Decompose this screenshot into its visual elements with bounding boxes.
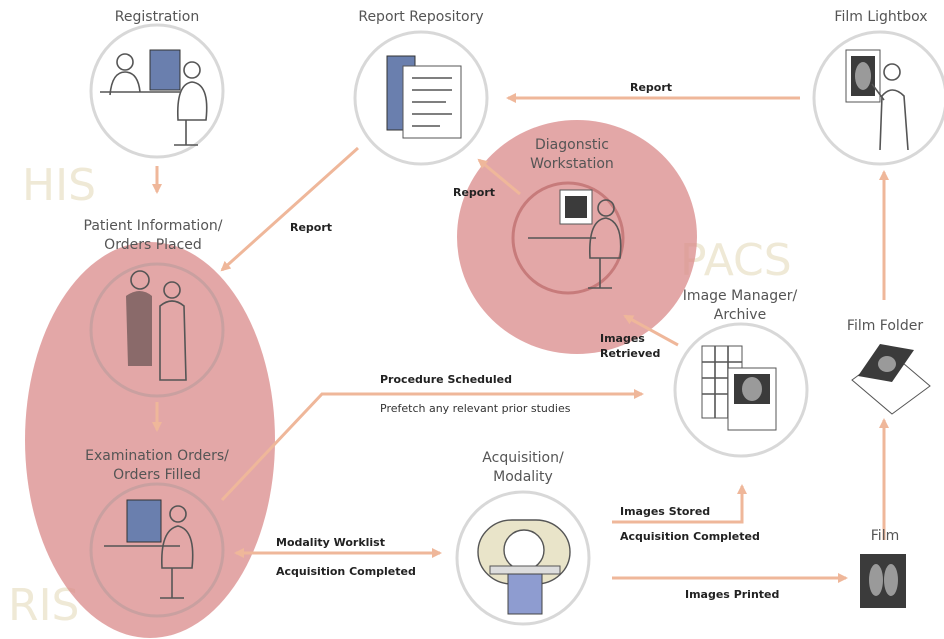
modality-worklist-label: Modality Worklist [276,536,385,549]
registration-title: Registration [115,9,199,25]
acquisition-title-line1: Acquisition/ [482,450,564,466]
film-xray-icon [860,554,906,608]
images-retrieved-label-line2: Retrieved [600,347,660,360]
report-repository-title: Report Repository [358,9,483,25]
his-system-label: HIS [22,160,96,211]
scanner-modality-icon [477,519,571,615]
registration-figure-icon [100,49,208,146]
prefetch-label: Prefetch any relevant prior studies [380,402,571,415]
image-manager-title-line1: Image Manager/ [683,288,798,304]
arrow-acquisition-to-archive [612,484,747,524]
examination-orders-title-line2: Orders Filled [113,467,201,483]
report-repository-documents-icon [386,55,462,139]
report-label-patient: Report [290,221,332,234]
patient-information-title-line2: Orders Placed [104,237,202,253]
image-manager-title-line2: Archive [714,307,766,323]
examination-orders-node [89,482,225,618]
arrow-archive-to-workstation [623,314,679,347]
arrow-exam-to-archive [220,389,644,502]
acquisition-title-line2: Modality [493,469,553,485]
ris-highlight-zone [25,242,275,638]
film-lightbox-icon [845,49,909,151]
procedure-scheduled-label: Procedure Scheduled [380,373,512,386]
arrow-workstation-to-repository [477,158,521,196]
film-lightbox-title: Film Lightbox [834,9,927,25]
diagnostic-workstation-title-line2: Workstation [530,156,614,172]
report-label-lightbox: Report [630,81,672,94]
examination-orders-figure-icon [104,499,194,599]
diagnostic-workstation-title-line1: Diagonstic [535,137,609,153]
patient-information-node [89,262,225,398]
diagnostic-workstation-figure-icon [528,189,622,289]
film-folder-title: Film Folder [847,318,923,334]
images-stored-label: Images Stored [620,505,710,518]
images-printed-label: Images Printed [685,588,779,601]
arrow-repository-to-patient [220,146,360,272]
pacs-workstation-highlight-zone [457,120,697,354]
registration-node [89,23,225,159]
patient-information-title-line1: Patient Information/ [84,218,223,234]
pacs-system-label: PACS [680,235,792,286]
film-title: Film [871,528,899,544]
acquisition-completed-left-label: Acquisition Completed [276,565,416,578]
patient-and-doctor-figure-icon [126,270,187,381]
images-retrieved-label-line1: Images [600,332,645,345]
report-label-workstation: Report [453,186,495,199]
film-folder-icon [851,344,931,415]
image-archive-documents-icon [701,345,777,431]
acquisition-completed-right-label: Acquisition Completed [620,530,760,543]
diagnostic-workstation-node [511,181,625,295]
examination-orders-title-line1: Examination Orders/ [85,448,229,464]
